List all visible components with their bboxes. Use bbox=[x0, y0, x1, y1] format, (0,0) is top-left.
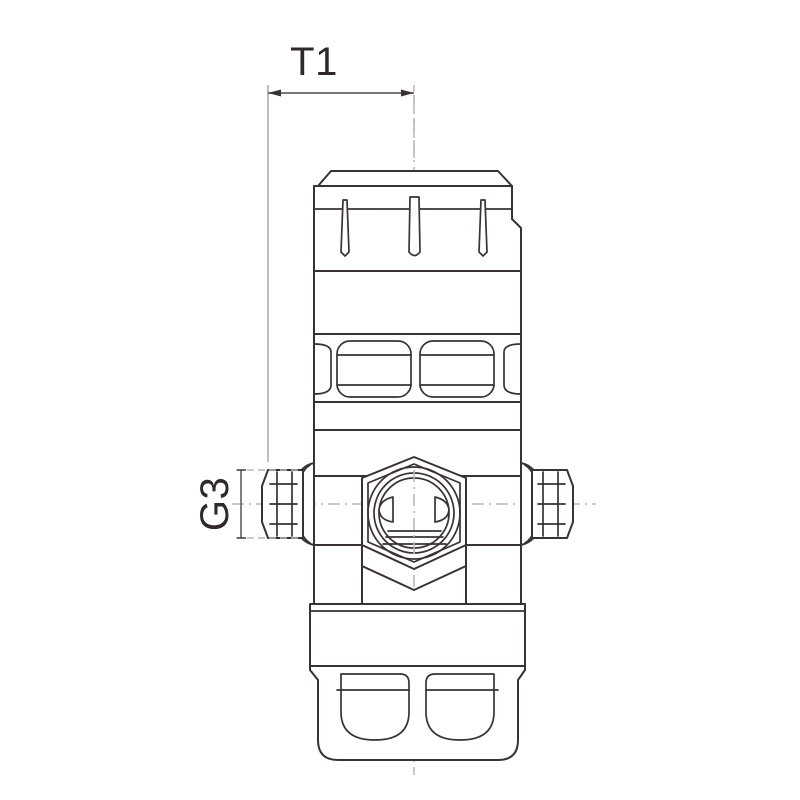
hex-boss bbox=[361, 456, 467, 570]
hex-boss-inner-outline bbox=[367, 463, 461, 563]
base-panel-right bbox=[425, 673, 495, 741]
collar-band bbox=[313, 401, 522, 477]
mid-band bbox=[313, 333, 522, 403]
lower-center-fill bbox=[361, 565, 467, 605]
hex-bore-circle-outer bbox=[367, 466, 461, 560]
base-block bbox=[309, 665, 526, 761]
upper-body-barrel bbox=[313, 270, 522, 335]
g3-label: G3 bbox=[193, 477, 237, 531]
t1-arrow-left bbox=[268, 89, 281, 97]
lower-shoulder-left bbox=[313, 544, 363, 605]
port-left bbox=[261, 462, 315, 546]
t1-label: T1 bbox=[290, 40, 338, 84]
cap-slot-right bbox=[478, 199, 488, 257]
cap-lid bbox=[317, 170, 513, 187]
port-right bbox=[520, 462, 574, 546]
mid-lobe-right bbox=[503, 343, 522, 395]
lower-shoulder-right bbox=[465, 544, 522, 605]
mid-panel-right bbox=[419, 340, 495, 398]
lower-band bbox=[309, 603, 526, 667]
dimension-g3: G3 bbox=[193, 469, 300, 539]
mid-panel-left bbox=[336, 340, 412, 398]
hex-lobe-left bbox=[378, 496, 394, 523]
mid-lobe-left bbox=[313, 343, 332, 395]
hex-lobe-right bbox=[434, 496, 450, 523]
top-cap bbox=[313, 170, 522, 272]
dimension-t1: T1 bbox=[267, 40, 415, 462]
t1-arrow-right bbox=[401, 89, 414, 97]
collar-body bbox=[313, 401, 522, 431]
cap-slot-center bbox=[408, 196, 421, 257]
base-panel-left bbox=[340, 673, 410, 741]
upper-body bbox=[313, 270, 522, 335]
lower-body bbox=[309, 544, 526, 667]
cap-slot-left bbox=[340, 199, 350, 257]
